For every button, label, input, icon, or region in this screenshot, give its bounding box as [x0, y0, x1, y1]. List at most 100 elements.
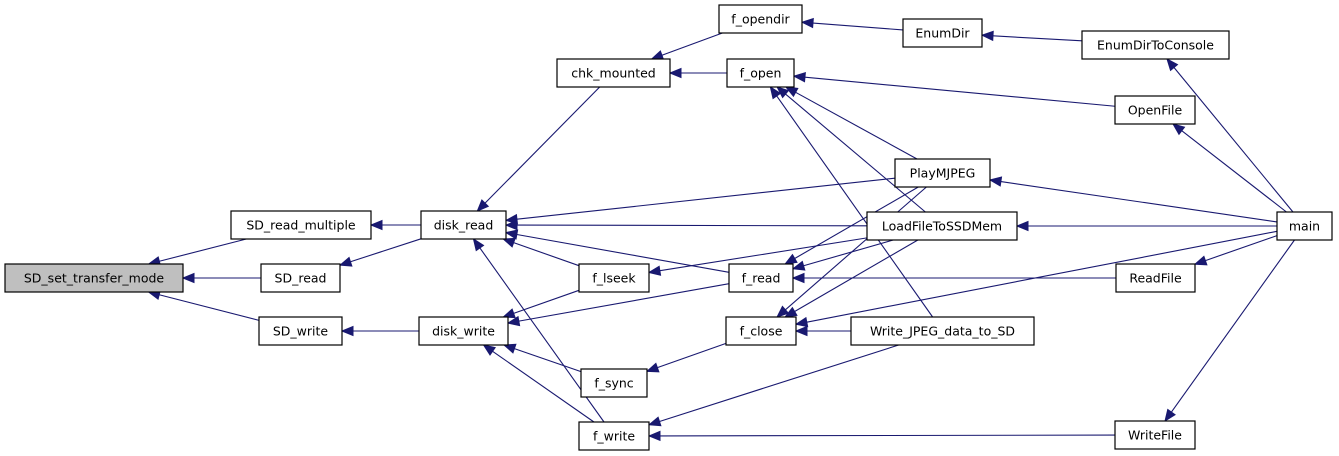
node-f_sync[interactable]: f_sync [580, 368, 648, 398]
node-box[interactable] [260, 263, 341, 293]
node-box[interactable] [4, 263, 184, 293]
node-box[interactable] [420, 210, 507, 240]
edge-WriteFile-to-f_write [647, 430, 1116, 442]
node-EnumDir[interactable]: EnumDir [902, 18, 983, 48]
node-SD_read[interactable]: SD_read [260, 263, 341, 293]
arrowhead-icon [1166, 57, 1179, 72]
node-label[interactable]: disk_write [432, 324, 495, 339]
edge-main-to-WriteFile [1164, 239, 1295, 423]
node-WriteFile[interactable]: WriteFile [1114, 420, 1196, 450]
node-label[interactable]: f_open [740, 66, 782, 81]
node-label[interactable]: SD_write [273, 324, 329, 339]
node-main[interactable]: main [1276, 211, 1333, 241]
edge-OpenFile-to-f_open [792, 71, 1116, 107]
edge-disk_write-to-SD_write [340, 325, 419, 337]
node-box[interactable] [1114, 95, 1196, 125]
node-label[interactable]: OpenFile [1128, 103, 1183, 118]
node-OpenFile[interactable]: OpenFile [1114, 95, 1196, 125]
node-box[interactable] [726, 58, 795, 88]
node-label[interactable]: f_close [740, 324, 783, 339]
edge-Write_JPEG_data_to_SD-to-f_write [647, 344, 899, 427]
arrowhead-icon [792, 71, 806, 83]
edge-LoadFileToSSDMem-to-f_read [791, 239, 894, 271]
arrowhead-icon [506, 315, 521, 327]
node-box[interactable] [578, 263, 650, 293]
edge-LoadFileToSSDMem-to-f_open [776, 86, 926, 213]
edge-line [1205, 235, 1278, 262]
node-label[interactable]: SD_read_multiple [246, 218, 356, 233]
node-label[interactable]: SD_set_transfer_mode [24, 271, 165, 286]
arrowhead-icon [794, 325, 808, 337]
node-SD_read_multiple[interactable]: SD_read_multiple [230, 210, 372, 240]
node-EnumDirToConsole[interactable]: EnumDirToConsole [1081, 30, 1230, 60]
node-box[interactable] [1115, 263, 1196, 293]
node-box[interactable] [718, 4, 803, 34]
arrowhead-icon [369, 219, 383, 231]
node-label[interactable]: SD_read [275, 271, 327, 286]
node-label[interactable]: EnumDirToConsole [1097, 38, 1214, 53]
node-f_lseek[interactable]: f_lseek [578, 263, 650, 293]
node-label[interactable]: EnumDir [915, 26, 970, 41]
node-box[interactable] [894, 158, 991, 188]
node-f_read[interactable]: f_read [728, 263, 794, 293]
edge-main-to-PlayMJPEG [988, 176, 1278, 223]
node-label[interactable]: f_sync [594, 376, 633, 391]
edge-line [492, 350, 595, 423]
edge-line [513, 242, 580, 267]
edge-disk_read-to-SD_read_multiple [369, 219, 421, 231]
node-f_open[interactable]: f_open [726, 58, 795, 88]
node-box[interactable] [866, 211, 1018, 241]
node-PlayMJPEG[interactable]: PlayMJPEG [894, 158, 991, 188]
node-label[interactable]: f_read [742, 271, 781, 286]
node-disk_read[interactable]: disk_read [420, 210, 507, 240]
arrowhead-icon [645, 362, 660, 373]
node-label[interactable]: Write_JPEG_data_to_SD [870, 324, 1015, 339]
node-label[interactable]: ReadFile [1129, 271, 1182, 286]
node-box[interactable] [556, 58, 671, 88]
edge-Write_JPEG_data_to_SD-to-f_close [794, 325, 851, 337]
node-label[interactable]: f_lseek [592, 271, 636, 286]
node-label[interactable]: PlayMJPEG [910, 166, 976, 181]
node-box[interactable] [725, 316, 797, 346]
arrowhead-icon [647, 430, 661, 442]
edge-line [516, 233, 730, 273]
node-label[interactable]: LoadFileToSSDMem [882, 219, 1002, 234]
node-box[interactable] [1276, 211, 1333, 241]
edge-line [518, 283, 730, 322]
arrowhead-icon [1193, 255, 1208, 266]
node-label[interactable]: main [1289, 219, 1320, 234]
node-disk_write[interactable]: disk_write [418, 316, 509, 346]
node-SD_write[interactable]: SD_write [258, 316, 343, 346]
node-box[interactable] [578, 421, 650, 451]
node-box[interactable] [418, 316, 509, 346]
node-box[interactable] [258, 316, 343, 346]
edge-f_lseek-to-disk_write [502, 289, 580, 319]
node-box[interactable] [728, 263, 794, 293]
node-label[interactable]: f_opendir [731, 12, 790, 27]
node-f_close[interactable]: f_close [725, 316, 797, 346]
node-box[interactable] [1081, 30, 1230, 60]
node-f_write[interactable]: f_write [578, 421, 650, 451]
node-box[interactable] [902, 18, 983, 48]
arrowhead-icon [769, 85, 782, 100]
node-box[interactable] [580, 368, 648, 398]
node-label[interactable]: WriteFile [1128, 428, 1182, 443]
node-label[interactable]: chk_mounted [571, 66, 655, 81]
edge-chk_mounted-to-disk_read [476, 86, 601, 212]
node-box[interactable] [850, 316, 1035, 346]
edge-PlayMJPEG-to-disk_read [504, 177, 896, 225]
edge-line [803, 239, 894, 267]
arrowhead-icon [476, 199, 490, 212]
node-label[interactable]: disk_read [434, 218, 494, 233]
edge-line [659, 434, 1116, 437]
node-box[interactable] [1114, 420, 1196, 450]
node-LoadFileToSSDMem[interactable]: LoadFileToSSDMem [866, 211, 1018, 241]
node-SD_set_transfer_mode[interactable]: SD_set_transfer_mode [4, 263, 184, 293]
node-label[interactable]: f_write [593, 429, 635, 444]
node-chk_mounted[interactable]: chk_mounted [556, 58, 671, 88]
node-Write_JPEG_data_to_SD[interactable]: Write_JPEG_data_to_SD [850, 316, 1035, 346]
arrowhead-icon [650, 50, 665, 60]
node-box[interactable] [230, 210, 372, 240]
node-ReadFile[interactable]: ReadFile [1115, 263, 1196, 293]
node-f_opendir[interactable]: f_opendir [718, 4, 803, 34]
